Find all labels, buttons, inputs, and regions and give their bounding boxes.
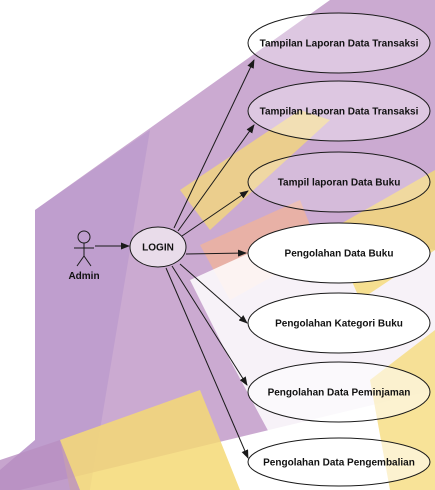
use-case-ellipse	[247, 151, 431, 213]
use-case-label: Tampilan Laporan Data Transaksi	[260, 107, 419, 118]
stick-figure-icon	[74, 230, 94, 267]
use-case-ellipse	[247, 12, 431, 74]
use-case-7[interactable]: Pengolahan Data Pengembalian	[247, 437, 431, 487]
use-case-ellipse	[247, 292, 431, 354]
login-ellipse	[129, 226, 187, 268]
watermark-yellow-band-bottom	[60, 390, 240, 490]
use-case-label: Pengolahan Data Peminjaman	[268, 388, 411, 399]
use-case-label: Tampil laporan Data Buku	[278, 178, 401, 189]
actor-label: Admin	[68, 271, 99, 282]
watermark-purple-bottom	[0, 440, 80, 490]
edge-login-uc5	[179, 263, 248, 324]
edge-login-uc7	[165, 267, 249, 459]
login-label: LOGIN	[142, 243, 174, 254]
use-case-label: Tampilan Laporan Data Transaksi	[260, 39, 419, 50]
use-case-2[interactable]: Tampilan Laporan Data Transaksi	[247, 80, 431, 142]
use-case-label: Pengolahan Kategori Buku	[275, 319, 403, 330]
edge-login-uc4	[185, 249, 247, 257]
login-use-case[interactable]: LOGIN	[129, 226, 187, 268]
edge-login-uc2	[177, 124, 255, 232]
association-lines	[165, 59, 255, 459]
actor-admin[interactable]: Admin	[68, 230, 100, 282]
use-case-ellipse	[247, 222, 431, 284]
use-case-ellipse	[247, 80, 431, 142]
edge-login-uc6	[171, 265, 248, 386]
use-case-3[interactable]: Tampil laporan Data Buku	[247, 151, 431, 213]
use-case-6[interactable]: Pengolahan Data Peminjaman	[247, 361, 431, 423]
edge-login-uc1	[173, 59, 255, 229]
use-case-label: Pengolahan Data Buku	[285, 249, 394, 260]
use-case-ellipse	[247, 361, 431, 423]
watermark-purple-light	[0, 130, 150, 490]
use-case-1[interactable]: Tampilan Laporan Data Transaksi	[247, 12, 431, 74]
use-case-5[interactable]: Pengolahan Kategori Buku	[247, 292, 431, 354]
use-case-label: Pengolahan Data Pengembalian	[263, 458, 415, 469]
use-case-ellipse	[247, 437, 431, 487]
use-case-4[interactable]: Pengolahan Data Buku	[247, 222, 431, 284]
edge-login-uc3	[181, 190, 249, 237]
